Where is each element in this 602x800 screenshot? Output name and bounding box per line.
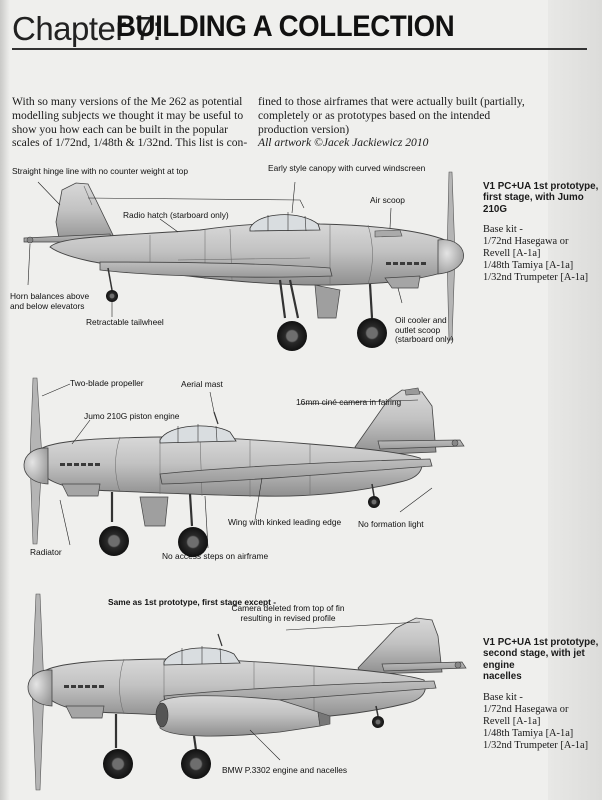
label-aerial-mast: Aerial mast xyxy=(181,379,223,389)
wing xyxy=(99,261,333,278)
canopy xyxy=(249,214,321,232)
label-formation-light: No formation light xyxy=(358,519,424,529)
main-wheel-far xyxy=(357,318,387,348)
main-wheel xyxy=(99,526,129,556)
chapter-title: BUILDING A COLLECTION xyxy=(116,10,455,43)
air-scoop xyxy=(374,229,403,238)
kit-line: 1/32nd Trumpeter [A-1a] xyxy=(483,739,589,751)
exhaust-stubs xyxy=(64,685,104,688)
label-air-scoop: Air scoop xyxy=(370,195,405,205)
intro-text-right: fined to those airframes that were actua… xyxy=(258,95,525,136)
kit-line: 1/72nd Hasegawa or xyxy=(483,703,569,715)
header-rule xyxy=(12,48,587,50)
aircraft-3-side-view xyxy=(27,593,467,791)
page-gutter xyxy=(0,0,10,800)
kit-line: Revell [A-1a] xyxy=(483,248,541,260)
aircraft-1-side-view xyxy=(23,171,464,351)
spinner xyxy=(27,669,53,707)
tailwheel xyxy=(106,290,118,302)
artwork-credit: All artwork ©Jacek Jackiewicz 2010 xyxy=(258,136,429,150)
aerial-mast xyxy=(213,411,219,425)
gear-door xyxy=(139,496,169,527)
exhaust-stubs xyxy=(60,463,100,466)
spinner xyxy=(437,239,464,275)
kit-line: Revell [A-1a] xyxy=(483,715,541,727)
label-wing: Wing with kinked leading edge xyxy=(228,517,342,527)
oil-cooler xyxy=(384,275,421,289)
sidebar-aircraft-1: V1 PC+UA 1st prototype, first stage, wit… xyxy=(483,181,602,284)
label-horn-balances: Horn balances above and below elevators xyxy=(10,291,90,311)
kit-line: Base kit - xyxy=(483,224,523,236)
leader-lines-2 xyxy=(41,383,433,549)
variant-title: second stage, with jet engine xyxy=(483,648,585,671)
tailwheel xyxy=(372,716,384,728)
label-camera: 16mm ciné camera in fairing xyxy=(296,397,402,407)
kit-line: 1/48th Tamiya [A-1a] xyxy=(483,260,574,272)
radiator xyxy=(61,483,101,497)
gear-door xyxy=(314,284,341,319)
main-wheel xyxy=(277,321,307,351)
facing-page-bleed xyxy=(548,0,602,800)
chapter-header: Chapter 7: BUILDING A COLLECTION xyxy=(12,10,572,50)
kit-line: Base kit - xyxy=(483,691,523,703)
label-line: (starboard only) xyxy=(395,334,454,345)
label-line: and below elevators xyxy=(10,300,85,311)
label-oil-cooler: Oil cooler and outlet scoop (starboard o… xyxy=(395,315,454,345)
nacelle-intake xyxy=(155,702,169,728)
exhaust-stubs xyxy=(386,262,426,265)
kit-line: 1/48th Tamiya [A-1a] xyxy=(483,727,574,739)
variant-title: V1 PC+UA 1st prototype, xyxy=(483,637,599,648)
label-line: Camera deleted from top of fin xyxy=(231,603,345,613)
label-same-as: Same as 1st prototype, first stage excep… xyxy=(108,597,277,607)
intro-column-left: With so many versions of the Me 262 as p… xyxy=(12,95,248,150)
variant-title: first stage, with Jumo 210G xyxy=(483,192,584,215)
spinner xyxy=(23,447,49,485)
label-access-steps: No access steps on airframe xyxy=(162,551,269,561)
label-radio-hatch: Radio hatch (starboard only) xyxy=(123,210,229,220)
aerial-mast xyxy=(217,633,223,647)
main-wheel-far xyxy=(181,749,211,779)
label-line: resulting in revised profile xyxy=(240,612,336,623)
variant-title: nacelles xyxy=(483,671,522,683)
tail-plane xyxy=(377,439,465,450)
leader-lines-3 xyxy=(249,621,421,761)
label-line: Oil cooler and xyxy=(395,315,447,325)
main-wheel xyxy=(103,749,133,779)
variant-title: V1 PC+UA 1st prototype, xyxy=(483,181,599,192)
label-tailwheel: Retractable tailwheel xyxy=(86,317,164,327)
kit-line: 1/72nd Hasegawa or xyxy=(483,236,569,248)
label-bmw-engine: BMW P.3302 engine and nacelles xyxy=(222,765,348,775)
wing xyxy=(159,458,433,485)
label-line: Horn balances above xyxy=(10,291,90,301)
label-hinge-line: Straight hinge line with no counter weig… xyxy=(12,166,188,176)
leader-lines-1 xyxy=(27,181,403,317)
chapter-number: Chapter 7: xyxy=(12,10,162,47)
camera-fairing xyxy=(404,387,421,396)
tailwheel xyxy=(368,496,380,508)
label-camera-deleted: Camera deleted from top of fin resulting… xyxy=(226,603,350,623)
intro-column-right: fined to those airframes that were actua… xyxy=(258,95,542,150)
main-wheel-far xyxy=(178,527,208,557)
kit-line: 1/32nd Trumpeter [A-1a] xyxy=(483,272,589,284)
label-line: outlet scoop xyxy=(395,324,441,335)
radiator xyxy=(65,705,105,719)
label-engine: Jumo 210G piston engine xyxy=(84,411,180,421)
tail-plane xyxy=(381,661,467,672)
aircraft-2-side-view xyxy=(23,377,465,557)
label-propeller: Two-blade propeller xyxy=(70,378,144,388)
sidebar-aircraft-3: V1 PC+UA 1st prototype, second stage, wi… xyxy=(483,637,602,752)
label-radiator: Radiator xyxy=(30,547,62,557)
label-canopy: Early style canopy with curved windscree… xyxy=(268,163,426,173)
